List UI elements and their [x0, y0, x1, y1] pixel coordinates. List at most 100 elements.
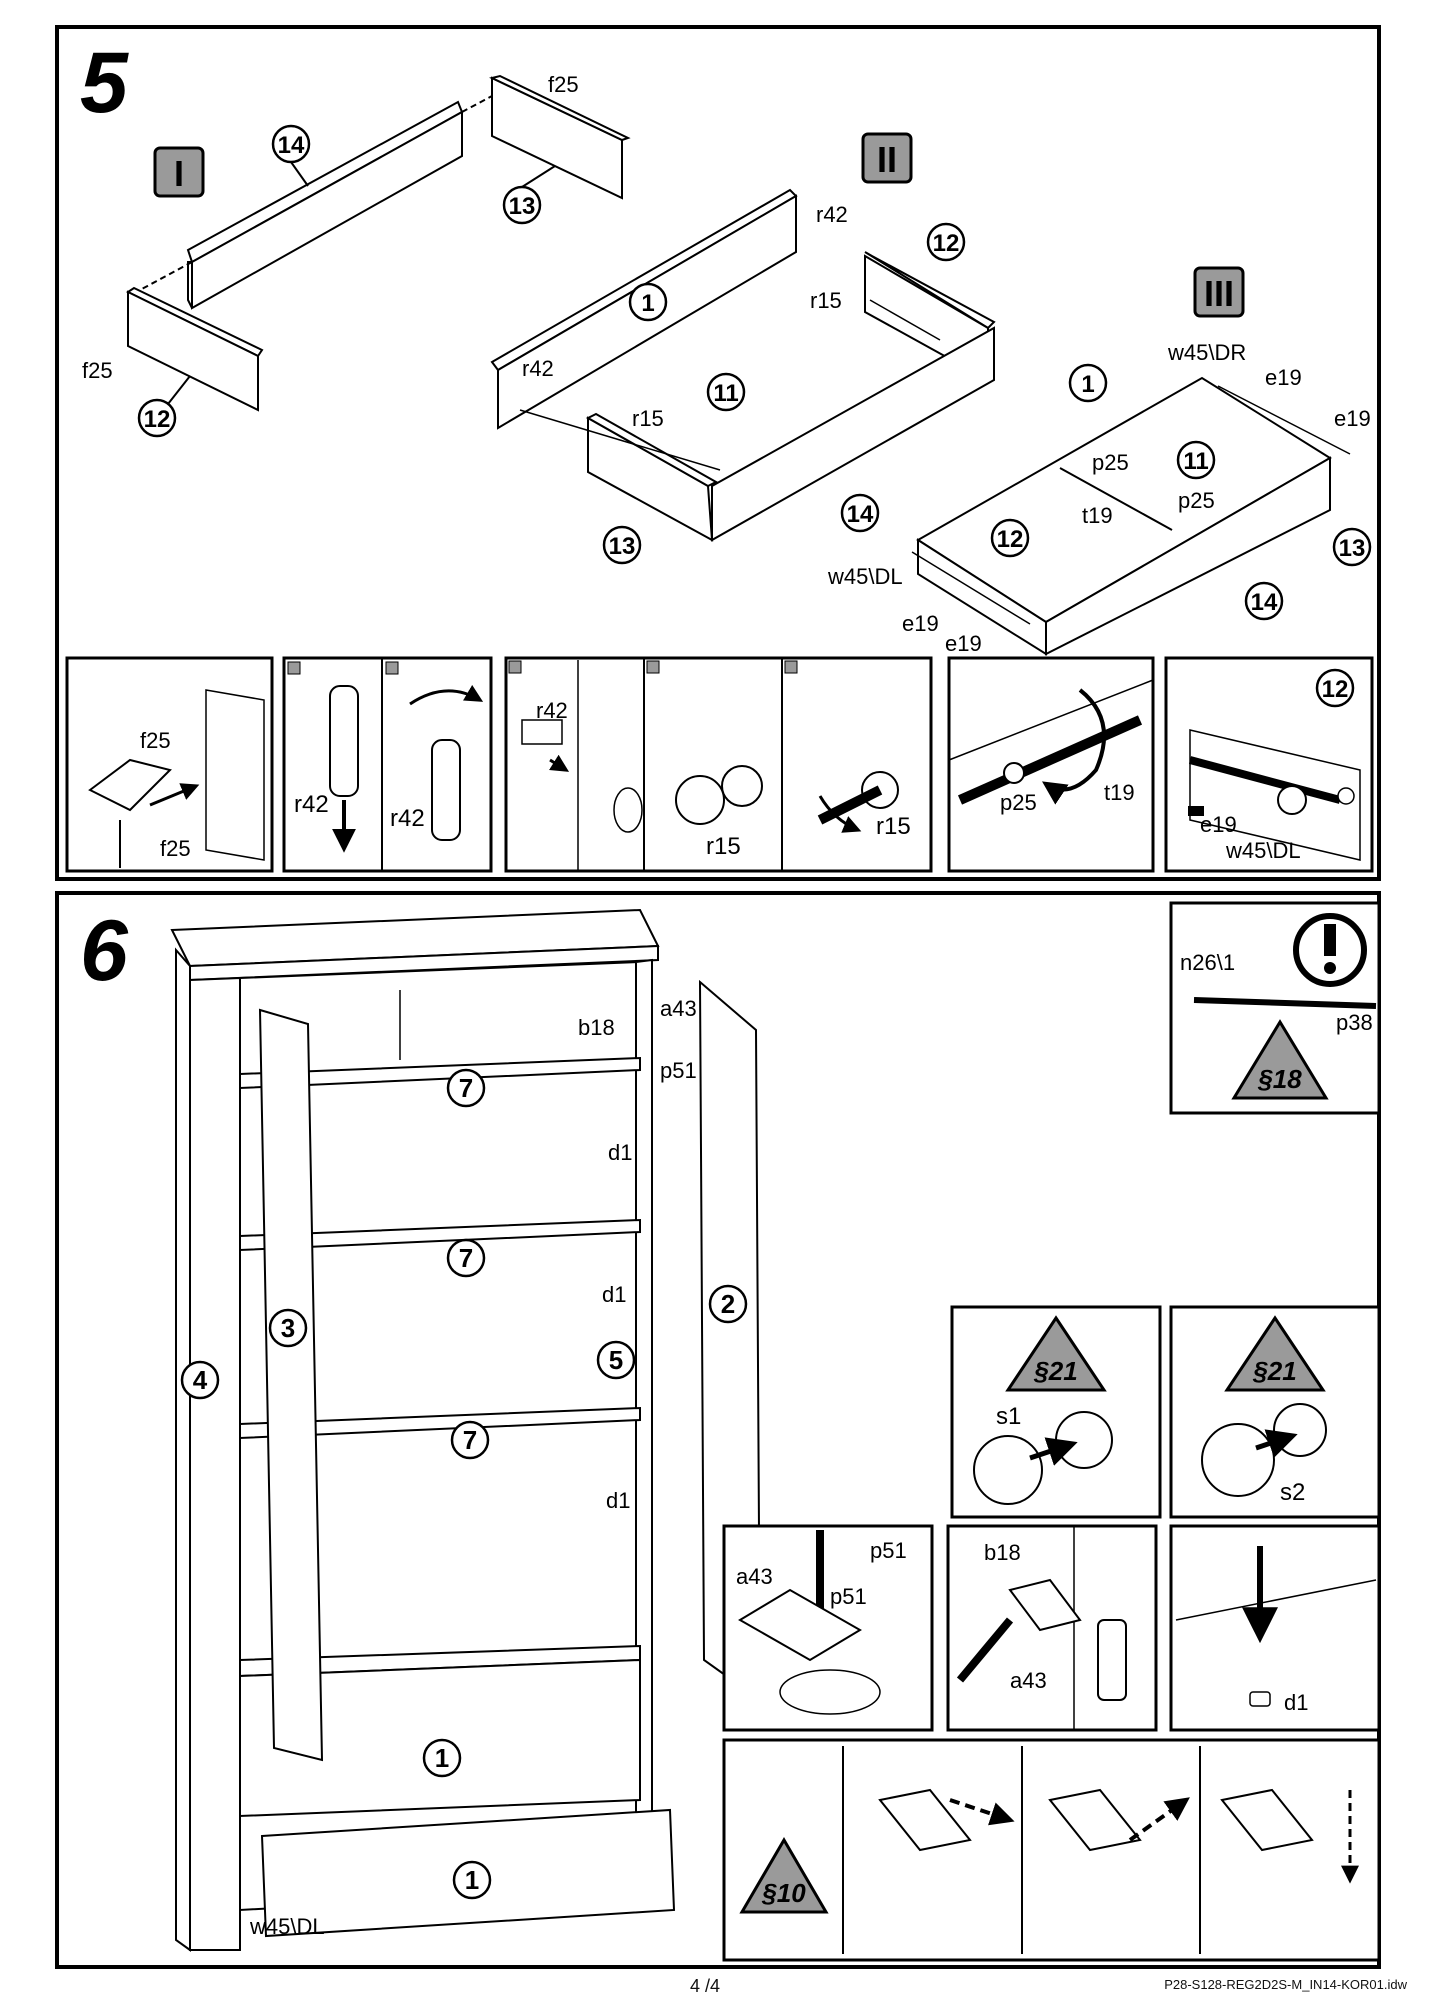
detail-box-r42-insert: r42 r42 — [282, 656, 493, 873]
hinge-adjust-box: §10 — [722, 1738, 1381, 1962]
hinge-box-a43: a43 p51 p51 — [722, 1524, 934, 1732]
stage-badge-3: III — [1193, 266, 1245, 318]
hardware-label-w45dl: w45\DL — [827, 564, 903, 589]
hardware-label-r42-b: r42 — [522, 356, 554, 381]
hardware-label-p25-b: p25 — [1178, 488, 1215, 513]
hardware-label-s1: s1 — [996, 1403, 1021, 1430]
hardware-label-s2: s2 — [1280, 1479, 1305, 1506]
cap-box-s1: §21 s1 — [950, 1305, 1162, 1519]
hardware-label-p38: p38 — [1336, 1010, 1373, 1035]
part-label-3: 3 — [281, 1313, 295, 1343]
hardware-label-e19: e19 — [1200, 812, 1237, 837]
hardware-label-f25: f25 — [140, 728, 171, 753]
step-6-panel: 6 7 7 7 3 — [55, 891, 1381, 1969]
part-label-11: 11 — [1183, 448, 1208, 475]
stage-2-labels: 1 12 11 14 13 r42 r15 r42 r15 — [522, 202, 966, 565]
stage-badge-1: I — [153, 146, 205, 198]
part-label-14: 14 — [278, 132, 305, 159]
page-number: 4 /4 — [690, 1976, 721, 1996]
detail-box-runner: 12 e19 w45\DL — [1164, 656, 1374, 873]
hardware-label-f25: f25 — [548, 72, 579, 97]
warning-18: §18 — [1257, 1064, 1302, 1094]
svg-text:I: I — [174, 153, 184, 194]
warning-21: §21 — [1252, 1356, 1296, 1386]
hardware-label-t19: t19 — [1082, 503, 1113, 528]
hardware-label-r15-b: r15 — [876, 813, 911, 840]
detail-box-hammer: f25 f25 — [65, 656, 274, 873]
hardware-label-e19-d: e19 — [945, 631, 982, 656]
hardware-label-p25: p25 — [1000, 790, 1037, 815]
step-number: 5 — [80, 35, 129, 131]
cabinet-drawing — [170, 908, 762, 1952]
step-number: 6 — [80, 903, 129, 999]
stage-3-drawing — [911, 376, 1351, 656]
hardware-label-d1: d1 — [1284, 1690, 1308, 1715]
hardware-label-r15: r15 — [706, 833, 741, 860]
hardware-label-n26: n26\1 — [1180, 950, 1235, 975]
hardware-label-w45dl: w45\DL — [249, 1914, 325, 1939]
part-label-7: 7 — [459, 1073, 473, 1103]
hardware-label-d1-c: d1 — [606, 1488, 630, 1513]
part-label-11: 11 — [713, 380, 738, 407]
hardware-label-p51-b: p51 — [870, 1538, 907, 1563]
hardware-label-r15: r15 — [810, 288, 842, 313]
part-label-14: 14 — [847, 501, 874, 528]
warning-box-18: §18 n26\1 p38 — [1169, 901, 1381, 1115]
hardware-label-e19-c: e19 — [902, 611, 939, 636]
hinge-box-b18: b18 a43 — [946, 1524, 1158, 1732]
part-label-12: 12 — [933, 230, 960, 257]
part-label-13: 13 — [1339, 535, 1366, 562]
hardware-label-r15-b: r15 — [632, 406, 664, 431]
hardware-label-f25-b: f25 — [82, 358, 113, 383]
cabinet-labels: 7 7 7 3 4 2 5 1 1 b18 a43 p51 d1 d1 d1 w… — [180, 996, 748, 1939]
hardware-label-r42: r42 — [816, 202, 848, 227]
svg-text:II: II — [877, 139, 897, 180]
part-label-7: 7 — [459, 1243, 473, 1273]
hardware-label-a43: a43 — [1010, 1668, 1047, 1693]
part-label-12: 12 — [1322, 676, 1349, 703]
part-label-1: 1 — [1081, 371, 1094, 398]
hardware-label-a43: a43 — [736, 1564, 773, 1589]
part-label-4: 4 — [193, 1365, 208, 1395]
part-label-13: 13 — [609, 533, 636, 560]
hardware-label-p51: p51 — [830, 1584, 867, 1609]
hardware-label-r42: r42 — [294, 791, 329, 818]
hardware-label-e19: e19 — [1265, 365, 1302, 390]
hardware-label-b18: b18 — [578, 1015, 615, 1040]
hardware-label-t19: t19 — [1104, 780, 1135, 805]
hardware-label-d1-b: d1 — [602, 1282, 626, 1307]
hardware-label-w45dl: w45\DL — [1225, 838, 1301, 863]
part-label-12: 12 — [997, 526, 1024, 553]
detail-box-cam-lock: r42 r15 r15 — [504, 656, 933, 873]
warning-10: §10 — [761, 1878, 806, 1908]
part-label-13: 13 — [509, 193, 536, 220]
hardware-label-f25-b: f25 — [160, 836, 191, 861]
part-label-1: 1 — [435, 1743, 449, 1773]
document-code: P28-S128-REG2D2S-M_IN14-KOR01.idw — [1164, 1977, 1407, 1992]
part-label-12: 12 — [144, 406, 171, 433]
hardware-label-r42-b: r42 — [390, 805, 425, 832]
hardware-label-b18: b18 — [984, 1540, 1021, 1565]
part-label-1: 1 — [465, 1865, 479, 1895]
hardware-label-w45dr: w45\DR — [1167, 340, 1246, 365]
stage-2-drawing — [490, 188, 996, 542]
hardware-label-p51: p51 — [660, 1058, 697, 1083]
hardware-label-d1: d1 — [608, 1140, 632, 1165]
stage-1-drawing — [126, 74, 631, 412]
hardware-label-a43: a43 — [660, 996, 697, 1021]
stage-3-labels: 1 11 12 13 14 w45\DR e19 e19 p25 p25 t19… — [827, 340, 1372, 656]
stage-badge-2: II — [861, 132, 913, 184]
detail-box-drawer-stop: p25 t19 — [947, 656, 1155, 873]
part-label-14: 14 — [1251, 589, 1278, 616]
stage-1-labels: 14 13 12 f25 f25 — [82, 72, 579, 438]
part-label-2: 2 — [721, 1289, 735, 1319]
cap-box-s2: §21 s2 — [1169, 1305, 1381, 1519]
part-label-5: 5 — [609, 1345, 623, 1375]
dowel-box-d1: d1 — [1169, 1524, 1381, 1732]
svg-text:III: III — [1204, 273, 1234, 314]
part-label-7: 7 — [463, 1425, 477, 1455]
part-label-1: 1 — [641, 290, 654, 317]
hardware-label-r42: r42 — [536, 698, 568, 723]
warning-21: §21 — [1033, 1356, 1077, 1386]
